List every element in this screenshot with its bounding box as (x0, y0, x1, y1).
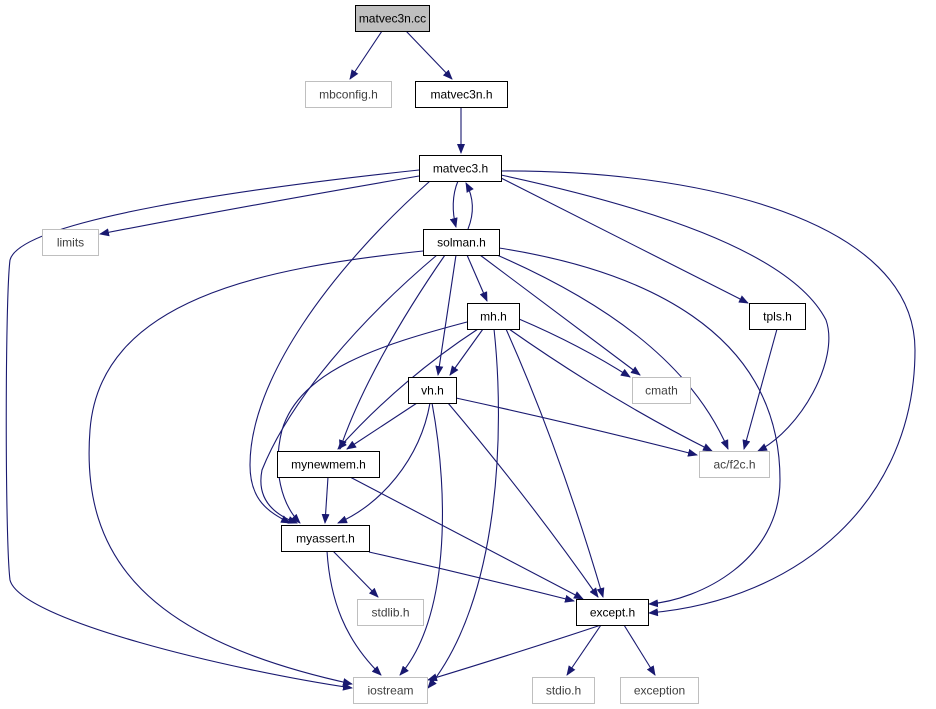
edge-matvec3-h-to-except-h (500, 170, 916, 617)
edge-vh-h-to-iostream (399, 402, 443, 676)
edge-myassert-h-to-stdlib-h (332, 550, 379, 598)
node-box (42, 229, 99, 256)
edge-except-h-to-exception (623, 624, 656, 676)
edge-solman-h-to-cmath (479, 254, 641, 376)
node-label: matvec3.h (433, 162, 488, 176)
edge-matvec3n-cc-to-mbconfig-h (349, 30, 383, 80)
node-box (277, 451, 380, 478)
node-box (576, 599, 649, 626)
edge-vh-h-to-ac-f2c-h (455, 397, 698, 457)
node-label: exception (634, 684, 685, 698)
edge-except-h-to-stdio-h (566, 624, 602, 676)
node-label: stdlib.h (371, 606, 409, 620)
node-solman-h[interactable]: solman.h (423, 229, 500, 256)
node-box (419, 155, 502, 182)
edge-myassert-h-to-iostream (326, 550, 382, 676)
edge-mh-h-to-vh-h (449, 328, 484, 376)
node-stdlib-h: stdlib.h (357, 599, 424, 626)
node-label: ac/f2c.h (713, 458, 755, 472)
nodes-layer: matvec3n.cc mbconfig.h matvec3n.h matvec3.h… (42, 5, 806, 704)
node-matvec3n-cc: matvec3n.cc (355, 5, 430, 32)
node-box (281, 525, 370, 552)
node-box (423, 229, 500, 256)
node-label: tpls.h (763, 310, 792, 324)
node-label: matvec3n.h (430, 88, 492, 102)
node-limits: limits (42, 229, 99, 256)
node-box (749, 303, 806, 330)
node-label: cmath (645, 384, 678, 398)
node-mynewmem-h[interactable]: mynewmem.h (277, 451, 380, 478)
node-box (532, 677, 595, 704)
node-mh-h[interactable]: mh.h (467, 303, 520, 330)
edge-solman-h-to-myassert-h (260, 254, 438, 524)
edge-solman-h-to-vh-h (435, 254, 457, 376)
edge-except-h-to-iostream (427, 624, 602, 682)
edge-mynewmem-h-to-except-h (349, 476, 584, 600)
edge-solman-h-to-except-h (498, 247, 781, 608)
node-label: myassert.h (296, 532, 355, 546)
node-ac-f2c-h: ac/f2c.h (699, 451, 770, 478)
edge-matvec3-h-to-solman-h (449, 180, 459, 228)
edge-tpls-h-to-ac-f2c-h (742, 328, 778, 450)
node-label: vh.h (421, 384, 444, 398)
node-cmath: cmath (632, 377, 691, 404)
edge-matvec3-h-to-ac-f2c-h (500, 174, 830, 452)
node-label: mynewmem.h (291, 458, 366, 472)
node-label: matvec3n.cc (359, 12, 426, 26)
node-matvec3n-h[interactable]: matvec3n.h (415, 81, 508, 108)
edge-vh-h-to-except-h (447, 402, 599, 598)
node-myassert-h[interactable]: myassert.h (281, 525, 370, 552)
edges-layer (5, 30, 916, 691)
edge-mh-h-to-cmath (518, 318, 631, 378)
node-box (357, 599, 424, 626)
node-box (620, 677, 699, 704)
node-label: mbconfig.h (319, 88, 378, 102)
node-box (305, 81, 392, 108)
node-matvec3-h[interactable]: matvec3.h (419, 155, 502, 182)
node-box (467, 303, 520, 330)
node-tpls-h[interactable]: tpls.h (749, 303, 806, 330)
edge-solman-h-to-mynewmem-h (339, 254, 446, 450)
node-iostream: iostream (353, 677, 428, 704)
node-box (408, 377, 457, 404)
node-box (415, 81, 508, 108)
edge-matvec3-h-to-limits (99, 175, 420, 237)
edge-solman-h-to-iostream (88, 250, 424, 686)
node-label: limits (57, 236, 84, 250)
edge-mh-h-to-iostream (427, 328, 500, 689)
edge-vh-h-to-myassert-h (337, 402, 431, 524)
edge-solman-h-to-mh-h (466, 254, 488, 302)
node-box (699, 451, 770, 478)
edge-mh-h-to-except-h (505, 328, 605, 598)
node-box (353, 677, 428, 704)
node-label: mh.h (480, 310, 507, 324)
node-label: solman.h (437, 236, 486, 250)
edge-mh-h-to-myassert-h (277, 321, 468, 524)
node-vh-h[interactable]: vh.h (408, 377, 457, 404)
edge-myassert-h-to-except-h (368, 551, 575, 603)
edge-matvec3-h-to-myassert-h (249, 180, 431, 524)
edge-mh-h-to-mynewmem-h (337, 328, 479, 450)
edge-solman-h-to-matvec3-h (465, 182, 474, 230)
edge-matvec3n-cc-to-matvec3n-h (405, 30, 453, 80)
edge-mynewmem-h-to-myassert-h (321, 476, 330, 524)
edge-vh-h-to-mynewmem-h (346, 402, 418, 450)
node-label: stdio.h (546, 684, 581, 698)
edge-mh-h-to-ac-f2c-h (508, 328, 713, 452)
node-exception: exception (620, 677, 699, 704)
node-mbconfig-h: mbconfig.h (305, 81, 392, 108)
node-stdio-h: stdio.h (532, 677, 595, 704)
node-label: iostream (367, 684, 413, 698)
node-except-h[interactable]: except.h (576, 599, 649, 626)
node-box (355, 5, 430, 32)
node-label: except.h (590, 606, 635, 620)
edge-solman-h-to-ac-f2c-h (496, 254, 729, 450)
edge-matvec3-h-to-iostream (5, 169, 420, 691)
node-box (632, 377, 691, 404)
edge-matvec3-h-to-tpls-h (500, 177, 749, 304)
